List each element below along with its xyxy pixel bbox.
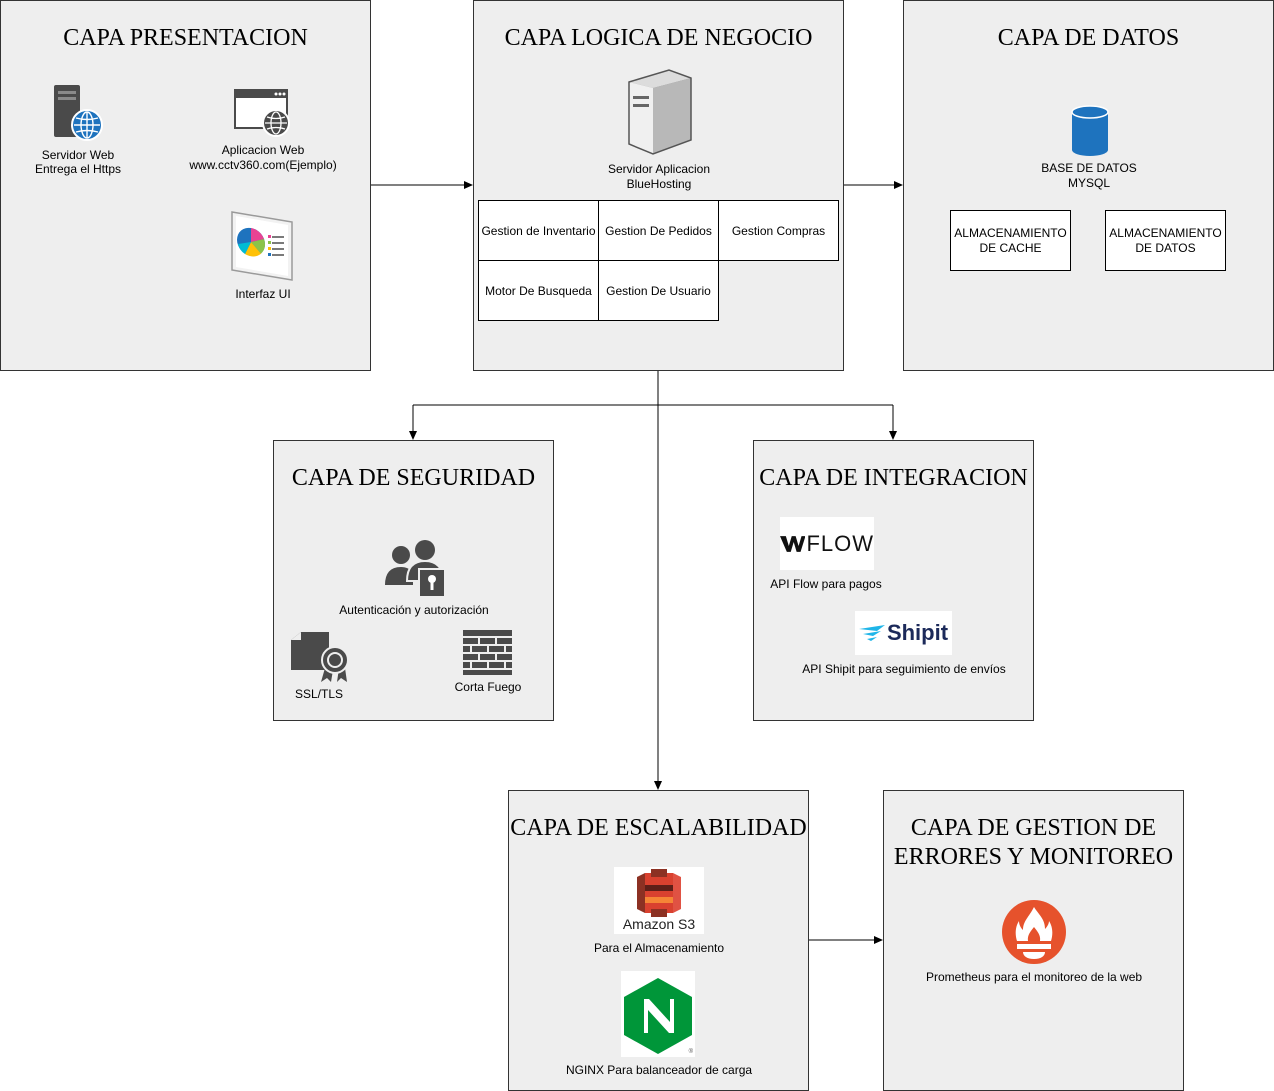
integracion-title: CAPA DE INTEGRACION	[759, 465, 1028, 491]
shipit-logo-text: Shipit	[886, 620, 949, 645]
firewall-icon	[463, 630, 512, 675]
prometheus-icon	[1002, 900, 1066, 964]
amazon-s3-icon	[637, 869, 681, 917]
interface-ui-icon	[231, 211, 293, 281]
flow-logo-text: FLOW	[806, 530, 874, 556]
module-usuario: Gestion De Usuario	[598, 260, 719, 321]
presentacion-layer: CAPA PRESENTACION Servidor Web Entrega e…	[0, 0, 371, 371]
nginx-label: NGINX Para balanceador de carga	[565, 1063, 753, 1077]
shipit-api-label: API Shipit para seguimiento de envíos	[802, 662, 1006, 676]
seguridad-title: CAPA DE SEGURIDAD	[291, 465, 536, 491]
ssl-certificate-icon	[291, 632, 349, 682]
flow-api-label: API Flow para pagos	[770, 577, 882, 591]
cache-storage-label-2: DE CACHE	[979, 240, 1042, 255]
database-label-2: MYSQL	[1067, 176, 1110, 190]
amazon-s3-logo: Amazon S3	[614, 867, 704, 934]
amazon-s3-logo-text: Amazon S3	[622, 916, 696, 932]
data-storage-label-2: DE DATOS	[1135, 240, 1196, 255]
shipit-wing-icon	[858, 625, 885, 641]
prometheus-label: Prometheus para el monitoreo de la web	[925, 970, 1143, 984]
nginx-logo: ®	[621, 971, 695, 1057]
flow-mark-icon	[780, 535, 806, 552]
database-icon	[1071, 105, 1109, 156]
presentacion-title: CAPA PRESENTACION	[63, 25, 308, 51]
web-server-label-1: Servidor Web	[41, 148, 115, 162]
escalabilidad-layer: CAPA DE ESCALABILIDAD Amazon S3 Para el …	[508, 790, 809, 1091]
nginx-icon	[624, 978, 692, 1054]
escalabilidad-title: CAPA DE ESCALABILIDAD	[510, 815, 807, 841]
web-application-icon	[234, 89, 290, 137]
nginx-trademark-icon: ®	[688, 1049, 693, 1055]
data-storage-label-1: ALMACENAMIENTO	[1109, 225, 1222, 240]
users-lock-icon	[385, 540, 446, 598]
application-server-icon	[628, 69, 692, 155]
flow-logo: FLOW	[780, 517, 874, 570]
interface-ui-label: Interfaz UI	[235, 287, 291, 301]
datos-title: CAPA DE DATOS	[997, 25, 1180, 51]
module-inventario: Gestion de Inventario	[478, 200, 599, 261]
ssl-label: SSL/TLS	[294, 687, 344, 701]
logica-title: CAPA LOGICA DE NEGOCIO	[504, 25, 813, 51]
auth-label: Autenticación y autorización	[339, 603, 489, 617]
shipit-logo: Shipit	[855, 611, 952, 655]
integracion-layer: CAPA DE INTEGRACION FLOW API Flow para p…	[753, 440, 1034, 721]
cache-storage-label-1: ALMACENAMIENTO	[954, 225, 1067, 240]
s3-label: Para el Almacenamiento	[593, 941, 725, 955]
database-label-1: BASE DE DATOS	[1041, 161, 1137, 175]
module-pedidos: Gestion De Pedidos	[598, 200, 719, 261]
datos-layer: CAPA DE DATOS BASE DE DATOS MYSQL	[903, 0, 1274, 371]
monitoreo-layer: CAPA DE GESTION DE ERRORES Y MONITOREO P…	[883, 790, 1184, 1091]
web-server-icon	[54, 85, 103, 141]
application-server-label-2: BlueHosting	[626, 177, 692, 191]
web-server-label-2: Entrega el Https	[34, 162, 122, 176]
monitoreo-title-line-1: CAPA DE GESTION DE	[910, 815, 1157, 841]
web-application-label-1: Aplicacion Web	[221, 143, 305, 157]
monitoreo-title-line-2: ERRORES Y MONITOREO	[893, 844, 1174, 870]
application-server-label-1: Servidor Aplicacion	[607, 162, 711, 176]
web-application-label-2: www.cctv360.com(Ejemplo)	[189, 158, 337, 172]
module-busqueda: Motor De Busqueda	[478, 260, 599, 321]
module-compras: Gestion Compras	[718, 200, 839, 261]
seguridad-layer: CAPA DE SEGURIDAD Autenticación y autori…	[273, 440, 554, 721]
firewall-label: Corta Fuego	[454, 680, 522, 694]
